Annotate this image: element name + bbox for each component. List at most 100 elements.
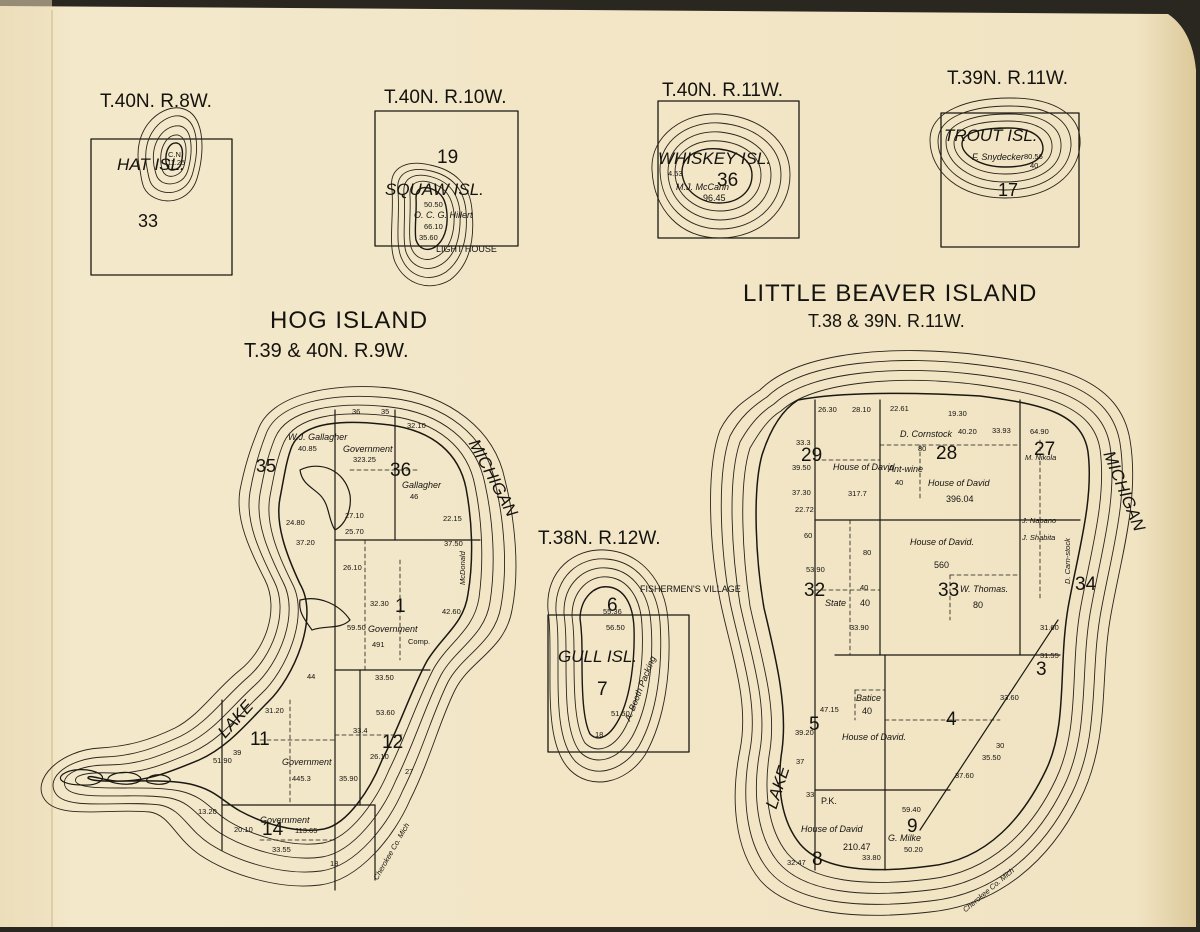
map-label: 35 — [381, 407, 389, 416]
map-label: 33.80 — [862, 853, 881, 862]
map-label: 24.80 — [286, 518, 305, 527]
map-label: 59.50 — [347, 623, 366, 632]
map-label: 26.10 — [370, 752, 389, 761]
map-label: 20.10 — [234, 825, 253, 834]
map-label: 39 — [233, 748, 241, 757]
whiskey-island-map: T.40N. R.11W. WHISKEY ISL. 36 4.53 M.J. … — [651, 80, 800, 239]
map-label: House of David — [833, 462, 896, 472]
map-label: 35.50 — [982, 753, 1001, 762]
map-label: 31.20 — [265, 706, 284, 715]
hog-section-35: 35 — [256, 456, 276, 476]
map-label: 28.10 — [852, 405, 871, 414]
hog-owner-government-3: Government — [282, 757, 332, 767]
map-label: G. Milke — [888, 833, 921, 843]
map-label: 37.50 — [444, 539, 463, 548]
beaver-island-contours — [710, 350, 1134, 916]
map-label: 40 — [860, 583, 868, 592]
gull-township: T.38N. R.12W. — [538, 528, 661, 549]
trout-owner: F. Snydecker — [972, 152, 1025, 162]
map-label: 35.90 — [339, 774, 358, 783]
hog-island-contours — [40, 386, 517, 887]
map-label: 33.3 — [796, 438, 811, 447]
hog-title: HOG ISLAND — [270, 307, 428, 334]
whiskey-lot-a: 4.53 — [668, 169, 683, 178]
hat-owner: C.N. — [168, 150, 183, 159]
map-label: 40 — [895, 478, 903, 487]
beaver-section-34: 34 — [1075, 574, 1097, 595]
squaw-lot-b: 35.60 — [419, 233, 438, 242]
hog-owner-gallagher-2: Gallagher — [402, 480, 442, 490]
map-label: 56.50 — [606, 623, 625, 632]
map-label: 26.10 — [343, 563, 362, 572]
map-label: 40 — [862, 706, 872, 716]
map-label: 59.40 — [902, 805, 921, 814]
map-label: 53.90 — [806, 565, 825, 574]
whiskey-island-contours — [651, 113, 791, 239]
map-label: 33 — [806, 790, 814, 799]
squaw-lighthouse-label: LIGHT HOUSE — [436, 244, 497, 254]
map-label: J. Shabita — [1021, 533, 1055, 542]
map-label: 37.60 — [955, 771, 974, 780]
map-label: 39.50 — [792, 463, 811, 472]
hat-island-name: HAT ISL. — [117, 155, 185, 174]
map-label: 560 — [934, 560, 949, 570]
gull-section-6: 6 — [607, 595, 618, 616]
trout-lot-a: 80.56 — [1024, 152, 1043, 161]
map-label: 37 — [796, 757, 804, 766]
hog-owner-government-2: Government — [368, 624, 418, 634]
map-label: W. Thomas. — [960, 584, 1008, 594]
map-label: 80 — [973, 600, 983, 610]
map-label: 25.70 — [345, 527, 364, 536]
map-label: 317.7 — [848, 489, 867, 498]
hog-acres-government-1: 323.25 — [353, 455, 376, 464]
beaver-section-28: 28 — [936, 443, 957, 464]
trout-lot-b: 40 — [1030, 161, 1038, 170]
squaw-acres: 66.10 — [424, 222, 443, 231]
map-label: 31.55 — [1040, 651, 1059, 660]
squaw-island-name: SQUAW ISL. — [385, 180, 484, 199]
hat-island-contours — [137, 107, 203, 202]
hat-acres: 11.25 — [167, 158, 185, 167]
map-label: 80 — [863, 548, 871, 557]
trout-island-map: T.39N. R.11W. TROUT ISL. F. Snydecker 80… — [929, 68, 1081, 248]
beaver-title: LITTLE BEAVER ISLAND — [743, 280, 1037, 307]
map-label: J. Napano — [1021, 516, 1056, 525]
map-label: House of David — [801, 824, 864, 834]
gull-island-contours — [547, 549, 670, 783]
map-label: 27.10 — [345, 511, 364, 520]
map-label: 19.30 — [948, 409, 967, 418]
hog-section-lines — [221, 409, 481, 891]
hog-acres-government-3: 445.3 — [292, 774, 311, 783]
trout-township: T.39N. R.11W. — [947, 68, 1068, 89]
hat-section-frame — [90, 138, 233, 276]
gull-lot-values: 55.36 56.50 51.50 18 — [595, 607, 630, 739]
map-label: 60 — [804, 531, 812, 540]
map-label: 30 — [996, 741, 1004, 750]
map-label: Batice — [856, 693, 881, 703]
hog-owner-comp: Comp. — [408, 637, 430, 646]
trout-section-frame — [940, 112, 1080, 248]
map-label: P.K. — [821, 796, 837, 806]
beaver-section-33: 33 — [938, 580, 959, 601]
squaw-island-contours — [391, 162, 474, 287]
map-label: 80 — [918, 444, 926, 453]
map-label: 50.20 — [904, 845, 923, 854]
map-label: 32.10 — [407, 421, 426, 430]
map-label: 27 — [405, 767, 413, 776]
gull-section-7: 7 — [597, 679, 608, 700]
whiskey-section-number: 36 — [717, 170, 738, 191]
whiskey-owner: M.J. McCann — [676, 182, 729, 192]
hog-lot-values: 40.85 36 35 32.10 24.80 37.20 26.10 22.1… — [198, 407, 463, 868]
beaver-lot-values: 26.30 28.10 22.61 19.30 40.20 33.93 64.9… — [787, 404, 1059, 867]
whiskey-acres: 96.45 — [703, 193, 726, 203]
map-label: 33.93 — [992, 426, 1011, 435]
beaver-section-4: 4 — [946, 709, 957, 730]
map-label: 13.20 — [198, 807, 217, 816]
hat-island-map: T.40N. R.8W. HAT ISL. C.N. 11.25 33 — [90, 91, 233, 276]
map-label: 22.61 — [890, 404, 909, 413]
hog-acres-gallagher-2: 46 — [410, 492, 418, 501]
map-label: 47.15 — [820, 705, 839, 714]
trout-island-name: TROUT ISL. — [944, 126, 1038, 145]
map-label: 55.36 — [603, 607, 622, 616]
